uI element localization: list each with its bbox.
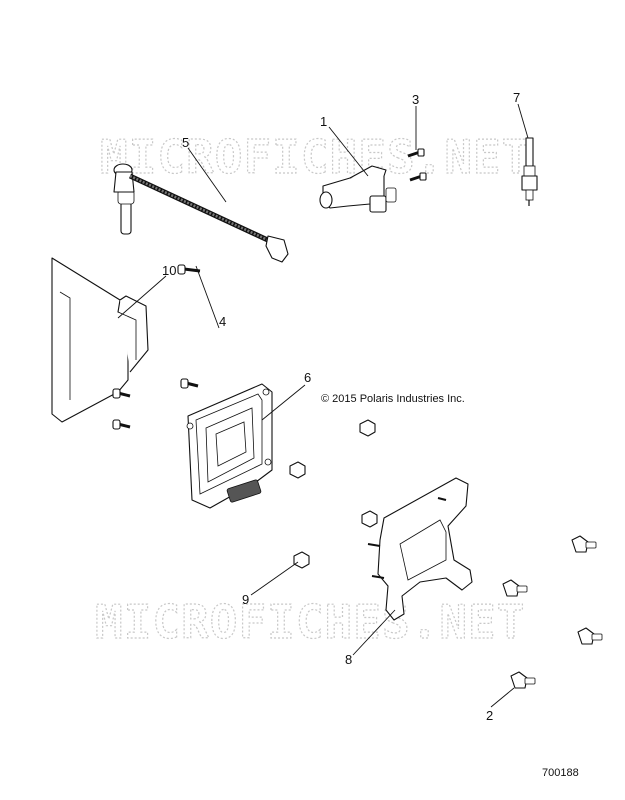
- mounting-bracket-part: [51, 257, 149, 423]
- callout-7: 7: [513, 90, 520, 105]
- coil-bolts-part: [407, 148, 427, 182]
- watermark-top: MICROFICHES.NET: [100, 130, 530, 184]
- plate-bolts-part: [502, 535, 603, 689]
- callout-3: 3: [412, 92, 419, 107]
- watermark-bottom: MICROFICHES.NET: [95, 595, 525, 649]
- callout-6: 6: [304, 370, 311, 385]
- leader-lines: [117, 103, 529, 708]
- callout-10: 10: [162, 263, 176, 278]
- ignition-wire-part: [113, 163, 289, 263]
- bracket-bolts-part: [112, 264, 201, 430]
- mounting-plate-part: [367, 477, 473, 621]
- callout-2: 2: [486, 708, 493, 723]
- ecu-module-part: [186, 383, 273, 509]
- callout-9: 9: [242, 592, 249, 607]
- diagram-number: 700188: [542, 767, 579, 779]
- callout-5: 5: [182, 135, 189, 150]
- callout-4: 4: [219, 314, 226, 329]
- nut-parts: [289, 419, 378, 569]
- callout-1: 1: [320, 114, 327, 129]
- ignition-coil-part: [319, 165, 397, 213]
- copyright-text: © 2015 Polaris Industries Inc.: [321, 393, 465, 405]
- callout-8: 8: [345, 652, 352, 667]
- spark-plug-part: [521, 137, 538, 206]
